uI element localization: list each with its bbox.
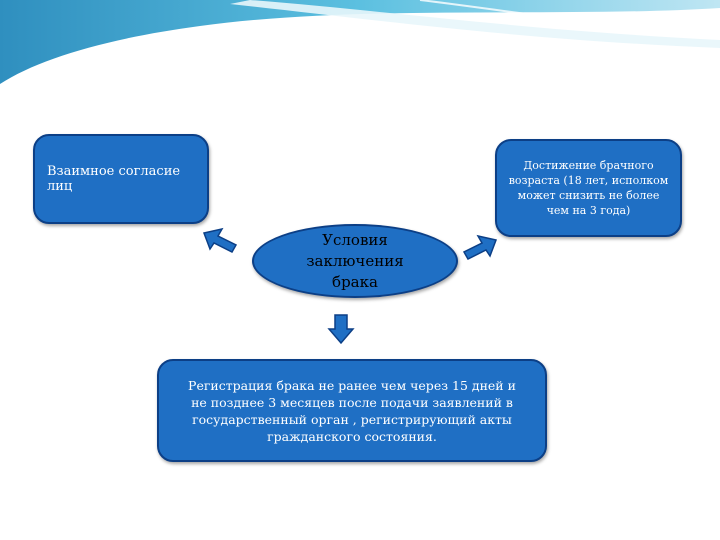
arrow-to-left-icon	[200, 225, 240, 255]
condition-registration-box: Регистрация брака не ранее чем через 15 …	[157, 359, 547, 462]
central-node-text: Условия заключения брака	[295, 230, 415, 293]
condition-marriage-age-box: Достижение брачного возраста (18 лет, ис…	[495, 139, 682, 237]
condition-marriage-age-text: Достижение брачного возраста (18 лет, ис…	[507, 158, 670, 218]
arrow-down-icon	[327, 313, 355, 345]
condition-registration-text: Регистрация брака не ранее чем через 15 …	[181, 377, 523, 445]
central-node: Условия заключения брака	[252, 224, 458, 298]
condition-mutual-consent-text: Взаимное согласие лиц	[47, 164, 207, 194]
header-wave-decoration	[0, 0, 720, 90]
arrow-to-right-icon	[460, 232, 500, 262]
condition-mutual-consent-box: Взаимное согласие лиц	[33, 134, 209, 224]
